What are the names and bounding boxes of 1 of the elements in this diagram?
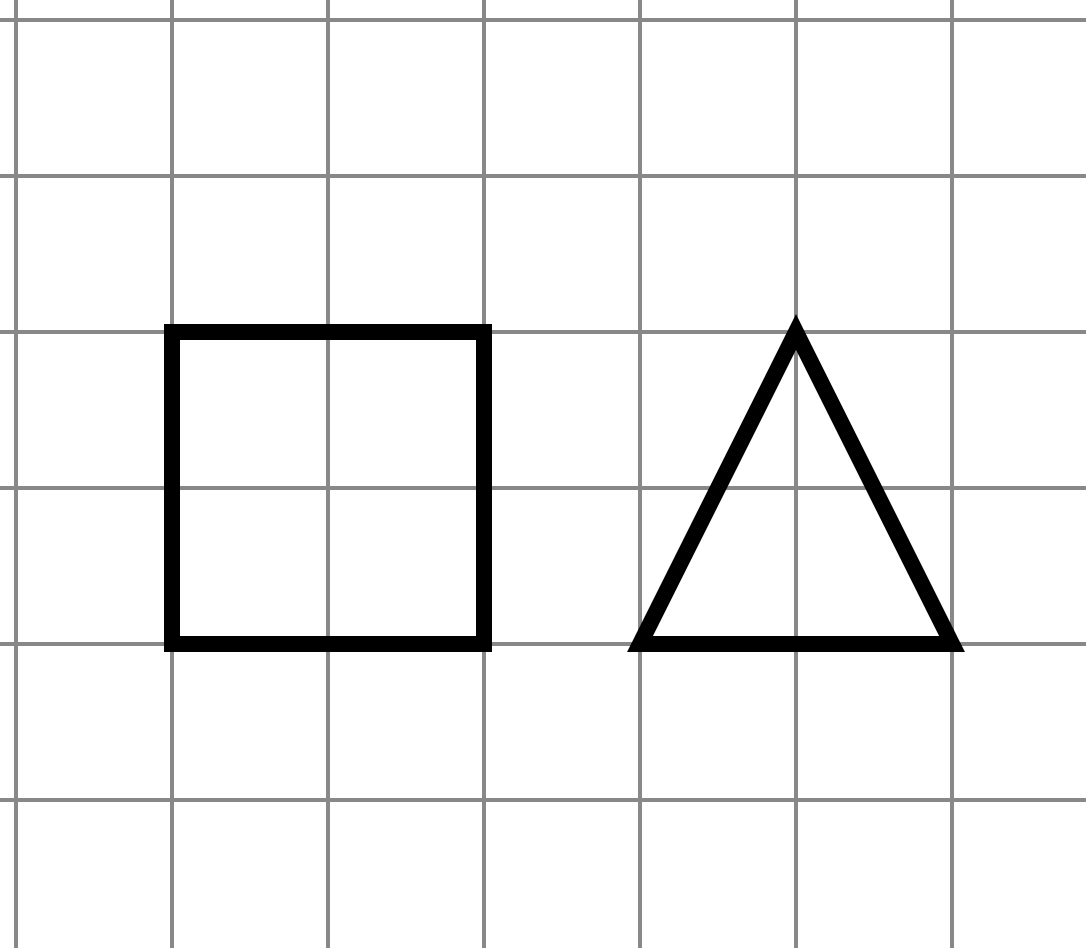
- square-outline: [164, 324, 492, 652]
